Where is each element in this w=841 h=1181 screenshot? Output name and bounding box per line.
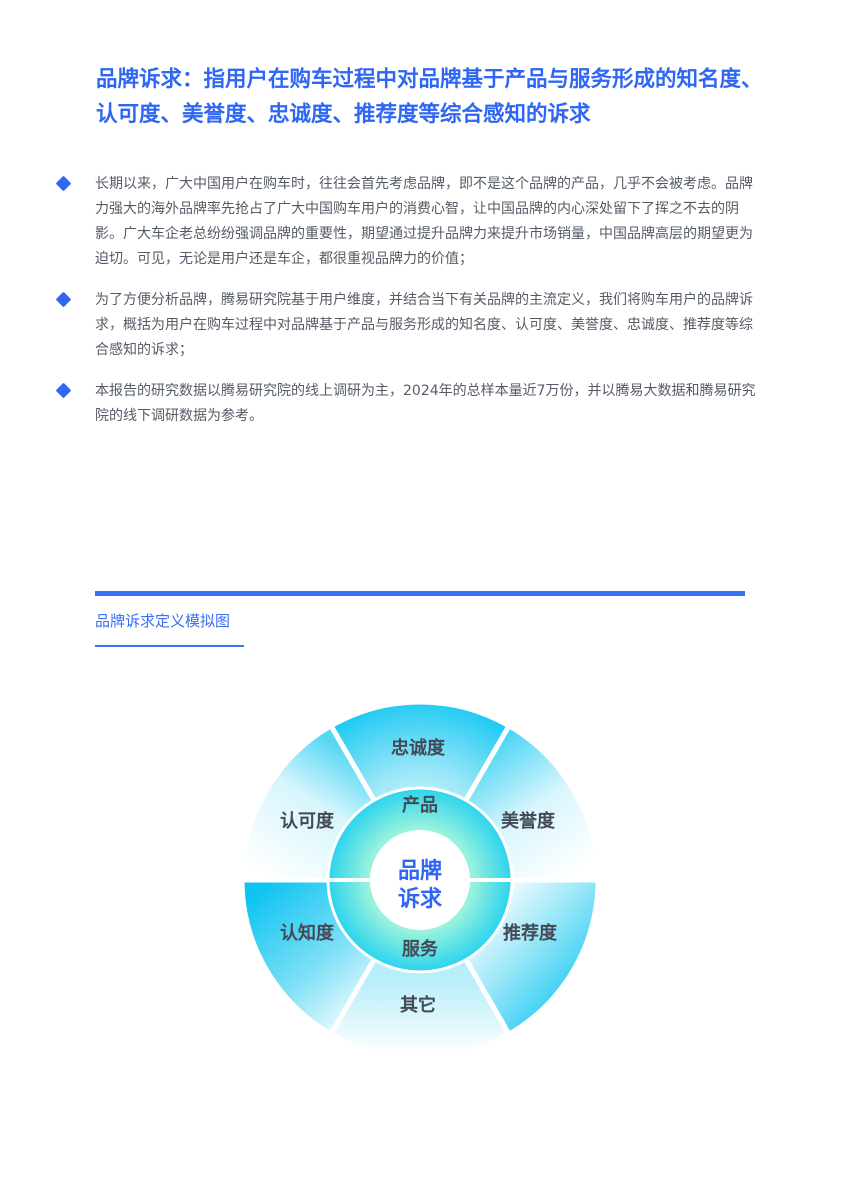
bullet-text: 为了方便分析品牌，腾易研究院基于用户维度，并结合当下有关品牌的主流定义，我们将购… (95, 292, 753, 358)
bullet-item: 为了方便分析品牌，腾易研究院基于用户维度，并结合当下有关品牌的主流定义，我们将购… (55, 288, 756, 363)
bullet-text: 长期以来，广大中国用户在购车时，往往会首先考虑品牌，即不是这个品牌的产品，几乎不… (95, 176, 753, 267)
diamond-bullet-icon (55, 291, 72, 308)
segment-label-other: 其它 (400, 994, 436, 1015)
inner-label-service: 服务 (402, 938, 439, 959)
brand-appeal-diagram: 品牌 诉求 产品 服务 忠诚度 美誉度 推荐度 其它 认知度 认可度 (240, 700, 600, 1060)
section-title-underline (95, 645, 244, 647)
center-circle (370, 830, 470, 930)
segment-label-awareness: 认知度 (280, 922, 335, 943)
section-divider-bar (95, 591, 745, 596)
section-title: 品牌诉求定义模拟图 (95, 612, 231, 630)
segment-label-reputation: 美誉度 (501, 810, 556, 831)
center-label-line1: 品牌 (398, 858, 442, 883)
bullet-text: 本报告的研究数据以腾易研究院的线上调研为主，2024年的总样本量近7万份，并以腾… (95, 383, 756, 424)
diamond-bullet-icon (55, 175, 72, 192)
segment-label-recognition: 认可度 (280, 810, 335, 831)
bullet-item: 本报告的研究数据以腾易研究院的线上调研为主，2024年的总样本量近7万份，并以腾… (55, 379, 756, 429)
diamond-bullet-icon (55, 382, 72, 399)
page-heading: 品牌诉求：指用户在购车过程中对品牌基于产品与服务形成的知名度、认可度、美誉度、忠… (96, 67, 763, 127)
inner-label-product: 产品 (402, 794, 438, 815)
bullet-item: 长期以来，广大中国用户在购车时，往往会首先考虑品牌，即不是这个品牌的产品，几乎不… (55, 172, 756, 272)
segment-label-loyalty: 忠诚度 (391, 737, 446, 758)
center-label-line2: 诉求 (398, 886, 442, 911)
segment-label-recommendation: 推荐度 (503, 922, 558, 943)
bullet-list: 长期以来，广大中国用户在购车时，往往会首先考虑品牌，即不是这个品牌的产品，几乎不… (55, 172, 756, 445)
